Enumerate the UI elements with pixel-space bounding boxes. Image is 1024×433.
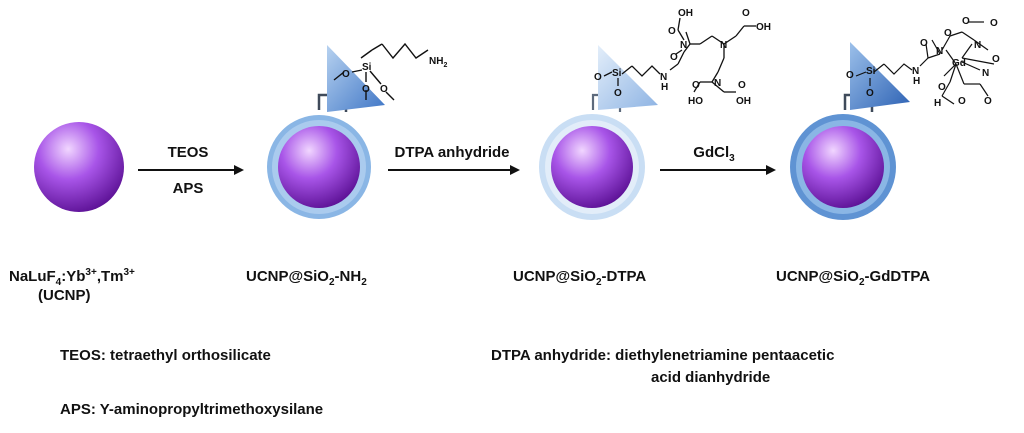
n-atom: N	[720, 40, 727, 51]
o-atom: O	[614, 88, 622, 99]
ucnp-sio2-dtpa-stage: Si O O N H O N N N OH O OH O HO O OH O	[539, 8, 771, 220]
reagent-dtpa-anhydride: DTPA anhydride	[394, 144, 509, 161]
o-atom: O	[380, 84, 388, 95]
si-atom: Si	[612, 68, 622, 79]
surface-triangle	[327, 45, 385, 112]
n-atom: N	[936, 46, 943, 57]
oh-group: OH	[736, 96, 751, 107]
h-atom: H	[661, 82, 668, 93]
nh-atom: N	[660, 72, 667, 83]
o-atom: O	[990, 18, 998, 29]
o-atom: O	[846, 70, 854, 81]
ucnp-sphere	[34, 122, 124, 212]
o-atom: O	[962, 16, 970, 27]
o-atom: O	[920, 38, 928, 49]
ucnp-stage	[34, 122, 124, 212]
o-atom: O	[594, 72, 602, 83]
product-labels: NaLuF4:Yb3+,Tm3+ (UCNP) UCNP@SiO2-NH2 UC…	[9, 267, 930, 304]
oh-group: OH	[678, 8, 693, 19]
o-atom: O	[944, 28, 952, 39]
dtpa-ligand	[603, 17, 756, 93]
note-dtpa-line1: DTPA anhydride: diethylenetriamine penta…	[491, 347, 834, 364]
arrow-teos-aps: TEOS APS	[138, 144, 244, 197]
label-ucnp-sio2-gddtpa: UCNP@SiO2-GdDTPA	[776, 268, 930, 288]
n-atom: N	[974, 40, 981, 51]
label-ucnp-sio2-nh2: UCNP@SiO2-NH2	[246, 268, 367, 288]
nh-atom: N	[912, 66, 919, 77]
aminopropyl-silane	[333, 42, 429, 101]
abbreviation-notes: TEOS: tetraethyl orthosilicate APS: Y-am…	[60, 347, 834, 418]
oh-group: OH	[756, 22, 771, 33]
o-atom: O	[362, 84, 370, 95]
ucnp-sio2-nh2-stage: Si O O O NH2	[267, 42, 447, 219]
n-atom: N	[680, 40, 687, 51]
arrow-gdcl3: GdCl3	[660, 144, 776, 175]
nh2-group: NH2	[429, 56, 447, 69]
n-atom: N	[714, 78, 721, 89]
ucnp-core	[551, 126, 633, 208]
o-atom: O	[342, 69, 350, 80]
label-ucnp-abbr: (UCNP)	[38, 287, 91, 304]
o-atom: O	[738, 80, 746, 91]
n-atom: N	[982, 68, 989, 79]
label-ucnp-formula: NaLuF4:Yb3+,Tm3+	[9, 267, 135, 288]
o-atom: O	[992, 54, 1000, 65]
label-ucnp-sio2-dtpa: UCNP@SiO2-DTPA	[513, 268, 646, 288]
note-teos: TEOS: tetraethyl orthosilicate	[60, 347, 271, 364]
surface-triangle	[598, 45, 658, 110]
gd-dtpa-complex	[855, 21, 995, 105]
o-atom: O	[984, 96, 992, 107]
reagent-teos: TEOS	[168, 144, 209, 161]
ho-group: HO	[688, 96, 703, 107]
ucnp-core	[278, 126, 360, 208]
h-atom: H	[913, 76, 920, 87]
note-dtpa-line2: acid dianhydride	[651, 369, 770, 386]
reagent-aps: APS	[173, 180, 204, 197]
gd-atom: Gd	[952, 58, 966, 69]
reagent-gdcl3: GdCl3	[693, 144, 735, 164]
ucnp-core	[802, 126, 884, 208]
si-atom: Si	[362, 62, 372, 73]
note-aps: APS: Y-aminopropyltrimethoxysilane	[60, 401, 323, 418]
surface-triangle	[850, 42, 910, 110]
h-atom: H	[934, 98, 941, 109]
o-atom: O	[668, 26, 676, 37]
o-atom: O	[692, 80, 700, 91]
o-atom: O	[938, 82, 946, 93]
arrow-dtpa-anhydride: DTPA anhydride	[388, 144, 520, 175]
o-atom: O	[670, 52, 678, 63]
ucnp-sio2-gddtpa-stage: Si O O N H O N Gd N N O O O O O O O H	[790, 16, 1000, 220]
o-atom: O	[866, 88, 874, 99]
si-atom: Si	[866, 66, 876, 77]
o-atom: O	[742, 8, 750, 19]
o-atom: O	[958, 96, 966, 107]
